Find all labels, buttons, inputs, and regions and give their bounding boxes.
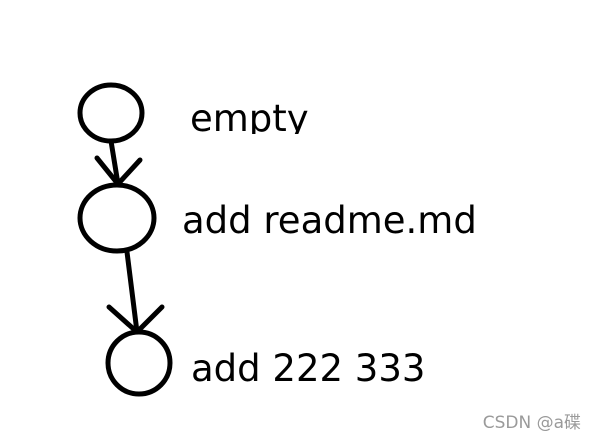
node-commit-1 bbox=[77, 82, 145, 144]
watermark: CSDN @a碟 bbox=[482, 413, 581, 433]
node-label-commit-2: add readme.md bbox=[182, 199, 477, 242]
node-label-commit-1: empty bbox=[190, 100, 309, 134]
node-label-commit-3: add 222 333 bbox=[191, 347, 426, 390]
node-commit-3 bbox=[105, 329, 173, 397]
node-label-clip: empty bbox=[190, 100, 330, 134]
edge-commit-2-to-commit-3 bbox=[106, 249, 165, 335]
node-commit-2 bbox=[77, 182, 157, 254]
edge-commit-1-to-commit-2 bbox=[94, 138, 143, 187]
